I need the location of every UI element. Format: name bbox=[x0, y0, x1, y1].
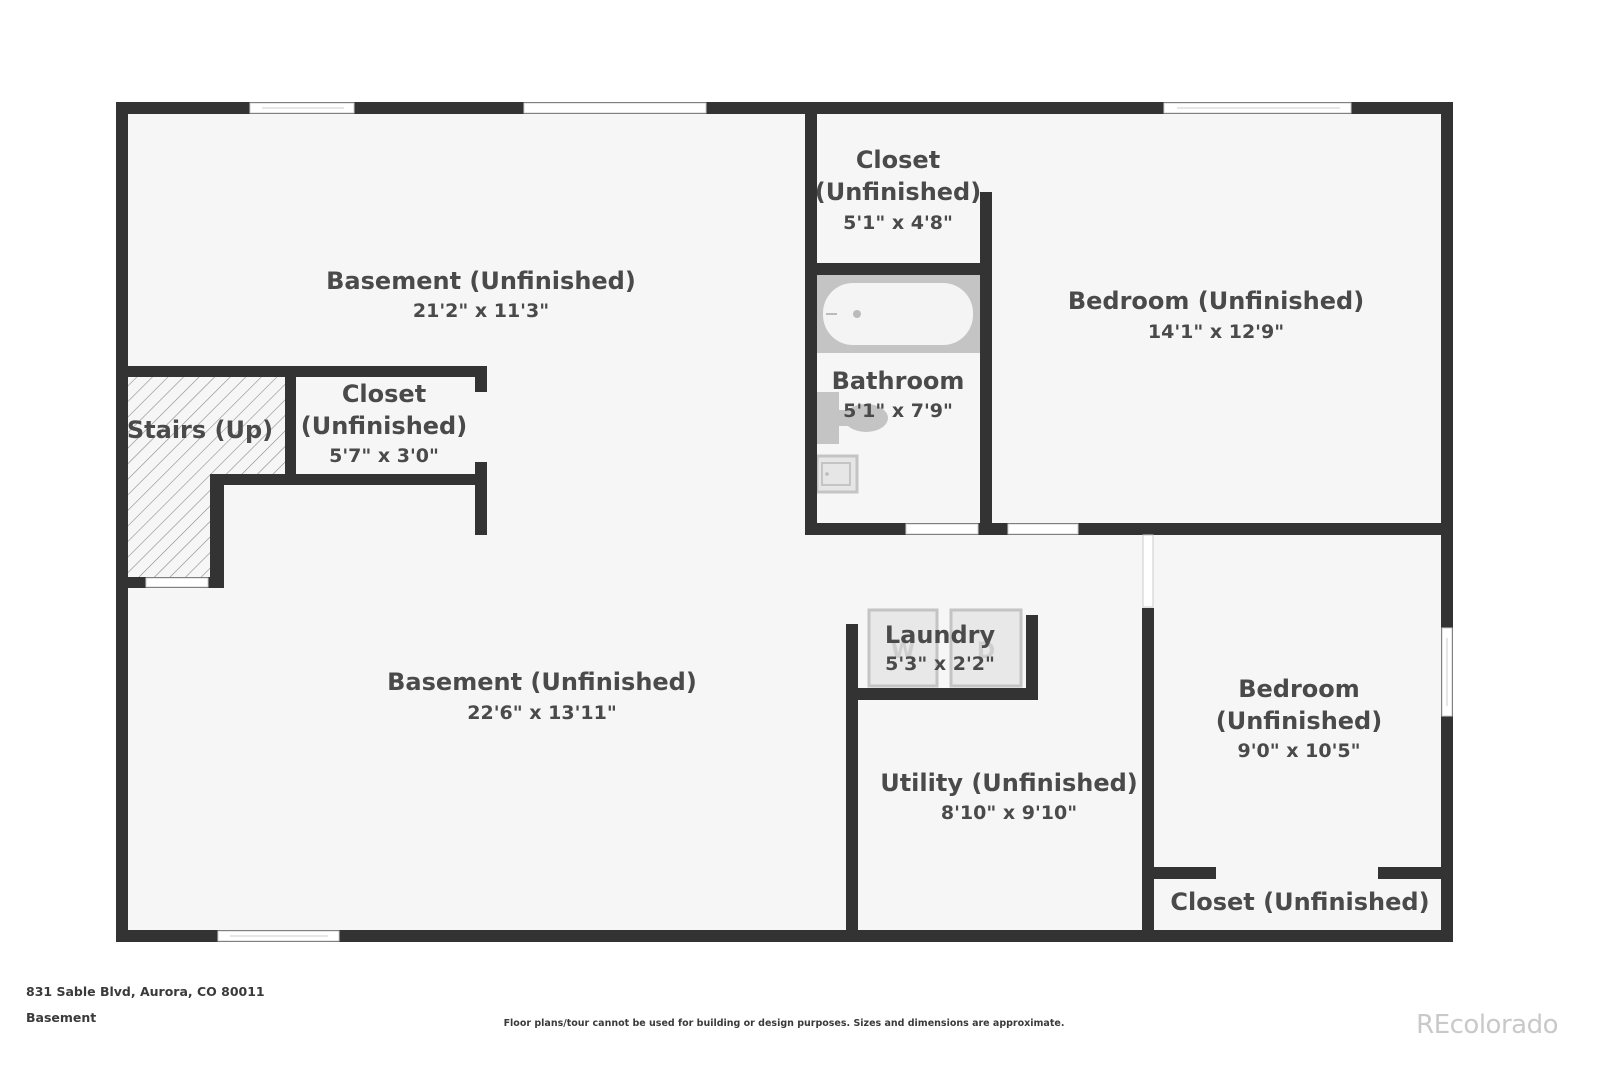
room-dimensions: 8'10" x 9'10" bbox=[941, 802, 1077, 824]
floor-area bbox=[122, 108, 1446, 936]
room-name: (Unfinished) bbox=[815, 178, 981, 206]
room-name: Bedroom bbox=[1238, 675, 1360, 703]
room-name: Bedroom (Unfinished) bbox=[1068, 287, 1364, 315]
room-laundry: Laundry 5'3" x 2'2" bbox=[885, 621, 996, 675]
brand-logo: REcolorado bbox=[1416, 1010, 1558, 1040]
room-name: (Unfinished) bbox=[301, 412, 467, 440]
room-name: Utility (Unfinished) bbox=[880, 769, 1138, 797]
room-dimensions: 5'3" x 2'2" bbox=[885, 653, 995, 675]
doorway bbox=[1007, 523, 1079, 535]
room-basement-upper: Basement (Unfinished) 21'2" x 11'3" bbox=[326, 267, 636, 322]
room-name: Stairs (Up) bbox=[127, 416, 273, 444]
washer-dryer-fixture: W D bbox=[867, 608, 1023, 688]
room-dimensions: 9'0" x 10'5" bbox=[1237, 740, 1360, 762]
room-closet-top: Closet (Unfinished) 5'1" x 4'8" bbox=[815, 146, 981, 234]
room-closet-mid: Closet (Unfinished) 5'7" x 3'0" bbox=[301, 380, 467, 467]
room-name: Closet (Unfinished) bbox=[1170, 888, 1429, 916]
sink-fixture bbox=[815, 454, 859, 494]
walls bbox=[116, 102, 1453, 942]
floor-level-label: Basement bbox=[26, 1010, 97, 1025]
room-dimensions: 5'1" x 7'9" bbox=[843, 400, 953, 422]
room-bathroom: Bathroom 5'1" x 7'9" bbox=[832, 367, 965, 422]
disclaimer-text: Floor plans/tour cannot be used for buil… bbox=[503, 1018, 1065, 1029]
room-name: Closet bbox=[342, 380, 426, 408]
room-name: Laundry bbox=[885, 621, 996, 649]
openings bbox=[145, 102, 1453, 942]
room-name: (Unfinished) bbox=[1216, 707, 1382, 735]
doorway bbox=[1142, 534, 1154, 608]
bathtub-fixture bbox=[817, 275, 980, 353]
room-dimensions: 5'1" x 4'8" bbox=[843, 212, 953, 234]
stairs-hatch bbox=[127, 376, 288, 581]
room-dimensions: 14'1" x 12'9" bbox=[1148, 321, 1284, 343]
doorway bbox=[523, 102, 707, 114]
room-basement-lower: Basement (Unfinished) 22'6" x 13'11" bbox=[387, 668, 697, 724]
room-stairs: Stairs (Up) bbox=[127, 416, 273, 444]
room-dimensions: 22'6" x 13'11" bbox=[467, 702, 616, 724]
address-text: 831 Sable Blvd, Aurora, CO 80011 bbox=[26, 984, 265, 999]
svg-text:D: D bbox=[977, 639, 995, 664]
room-name: Bathroom bbox=[832, 367, 965, 395]
room-closet-bottom: Closet (Unfinished) bbox=[1170, 888, 1429, 916]
room-dimensions: 21'2" x 11'3" bbox=[413, 300, 549, 322]
doorway bbox=[905, 523, 979, 535]
room-utility: Utility (Unfinished) 8'10" x 9'10" bbox=[880, 769, 1138, 824]
svg-text:W: W bbox=[891, 639, 915, 664]
room-name: Basement (Unfinished) bbox=[387, 668, 697, 696]
room-dimensions: 5'7" x 3'0" bbox=[329, 445, 439, 467]
room-bedroom-small: Bedroom (Unfinished) 9'0" x 10'5" bbox=[1216, 675, 1382, 762]
room-name: Closet bbox=[856, 146, 940, 174]
doorway bbox=[145, 577, 209, 588]
toilet-fixture bbox=[817, 392, 888, 444]
room-name: Basement (Unfinished) bbox=[326, 267, 636, 295]
room-bedroom-large: Bedroom (Unfinished) 14'1" x 12'9" bbox=[1068, 287, 1364, 343]
